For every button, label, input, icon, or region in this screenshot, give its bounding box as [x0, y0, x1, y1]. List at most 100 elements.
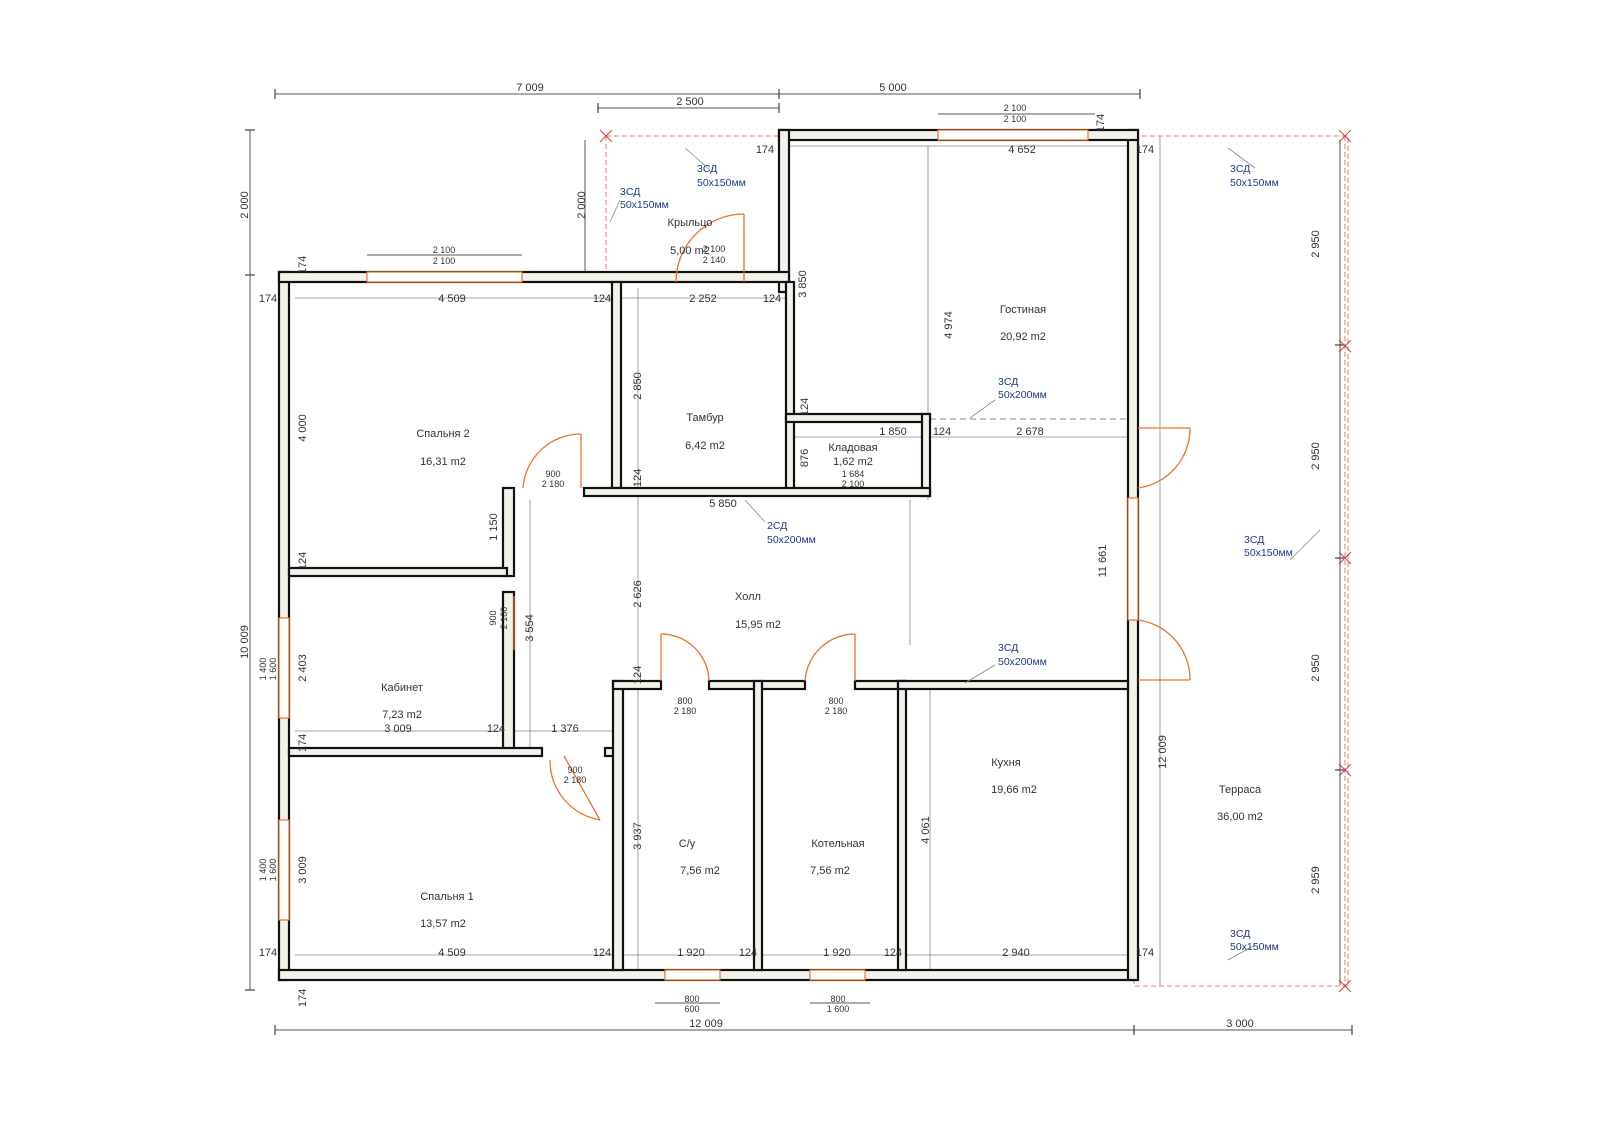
dim-text: 4 509: [438, 293, 466, 305]
dim-text: 800: [677, 696, 692, 706]
terrace-outline: [599, 129, 1352, 993]
dim-text: 2 850: [632, 372, 644, 400]
dim-text: 1 376: [551, 723, 579, 735]
dim-text: 3 554: [524, 614, 536, 642]
dim-text: 2 100: [433, 245, 456, 255]
dim-text: 800: [684, 994, 699, 1004]
beam-label-size: 50x150мм: [697, 177, 746, 189]
beam-label-size: 50x150мм: [620, 199, 669, 211]
room-bedroom1-area: 13,57 m2: [420, 918, 466, 930]
room-bedroom2-name: Спальня 2: [416, 428, 469, 440]
dim-text: 124: [799, 398, 811, 416]
dim-text: 2 403: [297, 654, 309, 682]
dim-text: 2 950: [1310, 442, 1322, 470]
dim-text: 174: [297, 256, 309, 274]
dim-text: 2 678: [1016, 426, 1044, 438]
dim-text: 2 180: [564, 775, 587, 785]
dim-text: 124: [632, 666, 644, 684]
vertical-dimension-texts: 2 000 2 000 174 174 3 850 4 974 4 000 2 …: [239, 114, 1322, 1007]
beam-label-size: 50x200мм: [998, 656, 1047, 668]
dim-text: 2 180: [542, 479, 565, 489]
dim-text: 3 009: [297, 856, 309, 884]
beam-label-code: 3СД: [998, 642, 1018, 654]
dim-text: 1 920: [823, 947, 851, 959]
room-living-name: Гостиная: [1000, 304, 1046, 316]
room-vestibule-area: 6,42 m2: [685, 440, 725, 452]
dim-text: 2 100: [1004, 114, 1027, 124]
dim-text: 2 100: [1004, 103, 1027, 113]
dim-text: 1 600: [268, 859, 278, 882]
room-wc-name: С/у: [679, 838, 696, 850]
beam-label-size: 50x150мм: [1230, 941, 1279, 953]
beam-label-code: 3СД: [1230, 928, 1250, 940]
dim-text: 876: [799, 449, 811, 467]
dim-text: 4 000: [297, 414, 309, 442]
dim-text: 1 600: [827, 1004, 850, 1014]
dim-text: 1 400: [258, 859, 268, 882]
beam-label-size: 50x150мм: [1244, 547, 1293, 559]
dim-text: 600: [684, 1004, 699, 1014]
doors: [513, 213, 1191, 821]
dim-text: 11 661: [1097, 545, 1109, 578]
dim-text: 3 009: [384, 723, 412, 735]
dim-text: 124: [593, 293, 611, 305]
dim-text: 900: [567, 765, 582, 775]
room-boiler-name: Котельная: [811, 838, 864, 850]
outer-dimension-lines: [245, 89, 1353, 1035]
dim-text: 174: [756, 144, 774, 156]
dim-text: 2 100: [703, 244, 726, 254]
beam-label-code: 3СД: [1244, 534, 1264, 546]
dim-text: 174: [1095, 114, 1107, 132]
room-hall-area: 15,95 m2: [735, 619, 781, 631]
dim-text: 10 009: [239, 625, 251, 659]
dim-text: 5 000: [879, 82, 907, 94]
dim-text: 2 950: [1310, 230, 1322, 258]
dim-text: 900: [488, 610, 498, 625]
dim-text: 124: [884, 947, 902, 959]
room-wc-area: 7,56 m2: [680, 865, 720, 877]
dim-text: 2 252: [689, 293, 717, 305]
dim-text: 2 140: [703, 255, 726, 265]
dim-text: 2 100: [433, 256, 456, 266]
windows: [278, 129, 1139, 981]
dim-text: 124: [487, 723, 505, 735]
dim-text: 124: [593, 947, 611, 959]
dim-text: 174: [1136, 947, 1154, 959]
room-study-name: Кабинет: [381, 682, 423, 694]
beam-label-code: 3СД: [998, 376, 1018, 388]
dim-text: 900: [545, 469, 560, 479]
dim-text: 800: [828, 696, 843, 706]
dim-text: 2 000: [576, 191, 588, 219]
dim-text: 1 400: [258, 658, 268, 681]
dim-text: 12 009: [689, 1018, 723, 1030]
dim-text: 800: [830, 994, 845, 1004]
beam-label-size: 50x150мм: [1230, 177, 1279, 189]
room-hall-name: Холл: [735, 591, 761, 603]
room-boiler-area: 7,56 m2: [810, 865, 850, 877]
room-bedroom1-name: Спальня 1: [420, 891, 473, 903]
dim-text: 124: [297, 552, 309, 570]
dim-text: 174: [1136, 144, 1154, 156]
dim-text: 4 509: [438, 947, 466, 959]
beam-label-code: 2СД: [767, 520, 787, 532]
dim-text: 5 850: [709, 498, 737, 510]
dim-text: 1 600: [268, 658, 278, 681]
dim-text: 2 180: [674, 706, 697, 716]
beam-label-code: 3СД: [620, 186, 640, 198]
dim-text: 2 500: [676, 96, 704, 108]
dim-text: 2 626: [632, 580, 644, 608]
dim-text: 2 940: [1002, 947, 1030, 959]
dim-text: 2 959: [1310, 866, 1322, 894]
room-kitchen-name: Кухня: [991, 757, 1020, 769]
room-living-area: 20,92 m2: [1000, 331, 1046, 343]
dim-text: 174: [297, 989, 309, 1007]
dim-text: 124: [739, 947, 757, 959]
dim-text: 174: [259, 947, 277, 959]
beam-label-code: 3СД: [697, 163, 717, 175]
beam-labels: 3СД 50x150мм 3СД 50x150мм 3СД 50x150мм 3…: [620, 163, 1293, 953]
dim-text: 124: [763, 293, 781, 305]
dim-text: 174: [297, 734, 309, 752]
dim-text: 124: [933, 426, 951, 438]
dimension-texts: 7 009 5 000 2 500 2 100 2 100 2 100 2 10…: [259, 82, 1254, 1030]
